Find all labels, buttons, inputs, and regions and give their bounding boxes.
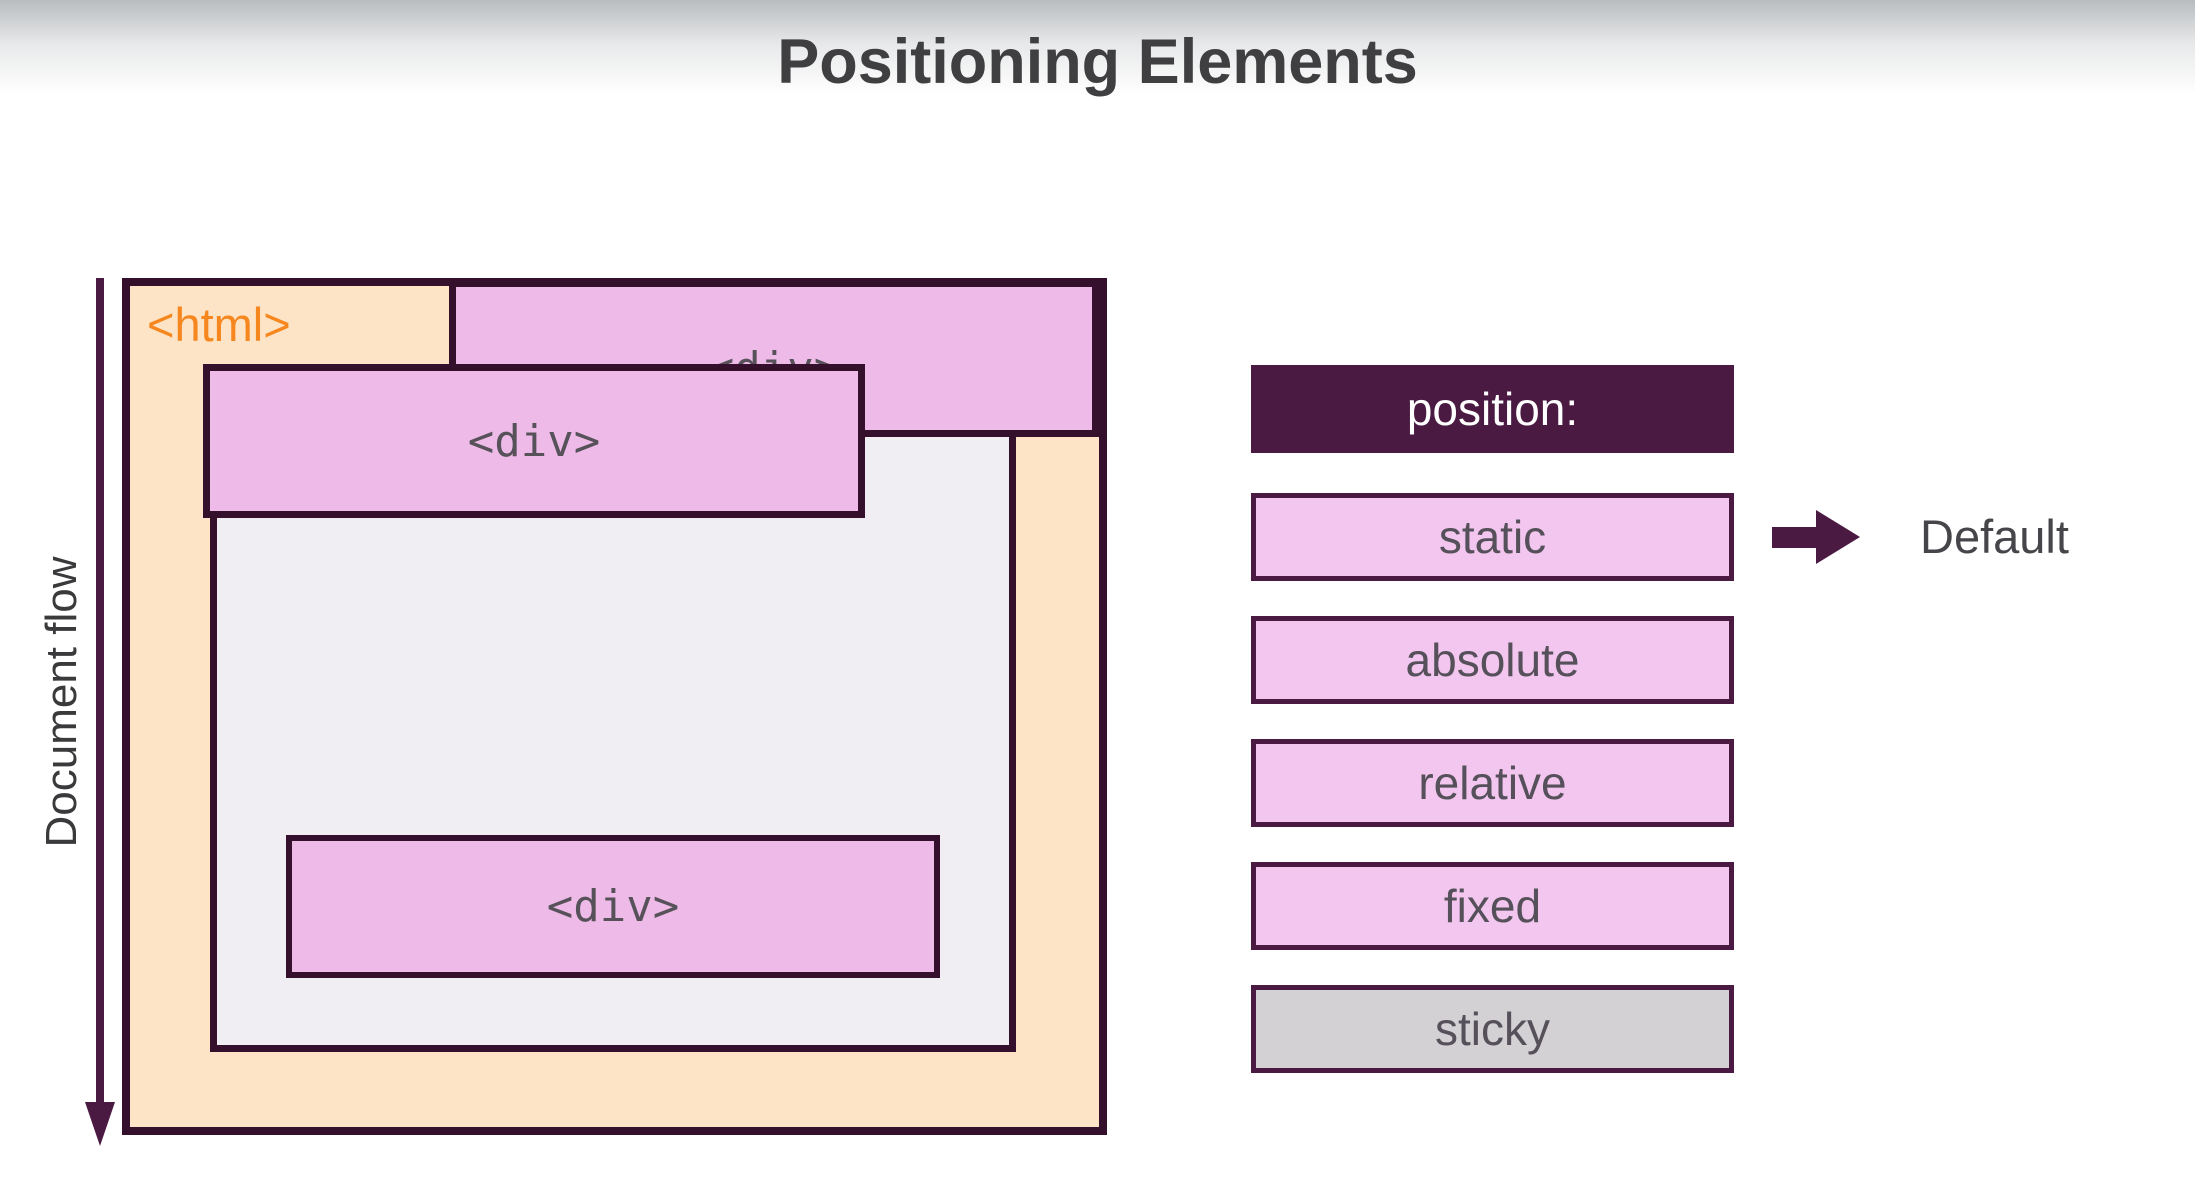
position-options-list: static absolute relative fixed sticky [1251, 493, 1734, 1108]
position-option-static: static [1251, 493, 1734, 581]
position-option-sticky: sticky [1251, 985, 1734, 1073]
position-option-relative: relative [1251, 739, 1734, 827]
document-flow-label: Document flow [37, 556, 86, 848]
div-tag-label: <div> [546, 881, 680, 932]
position-option-absolute: absolute [1251, 616, 1734, 704]
div-tag-label: <div> [467, 415, 601, 467]
default-arrow-head-icon [1816, 510, 1860, 564]
default-arrow-shaft [1772, 527, 1818, 548]
position-property-header: position: [1251, 365, 1734, 453]
div-element-box-overlapping: <div> [203, 364, 865, 518]
page-title: Positioning Elements [777, 27, 1418, 97]
document-flow-arrow-head-icon [85, 1102, 115, 1146]
default-annotation-label: Default [1920, 510, 2069, 563]
position-option-fixed: fixed [1251, 862, 1734, 950]
document-flow-arrow-line [96, 278, 104, 1104]
div-element-box-inner: <div> [286, 835, 940, 978]
html-tag-label: <html> [147, 298, 291, 351]
